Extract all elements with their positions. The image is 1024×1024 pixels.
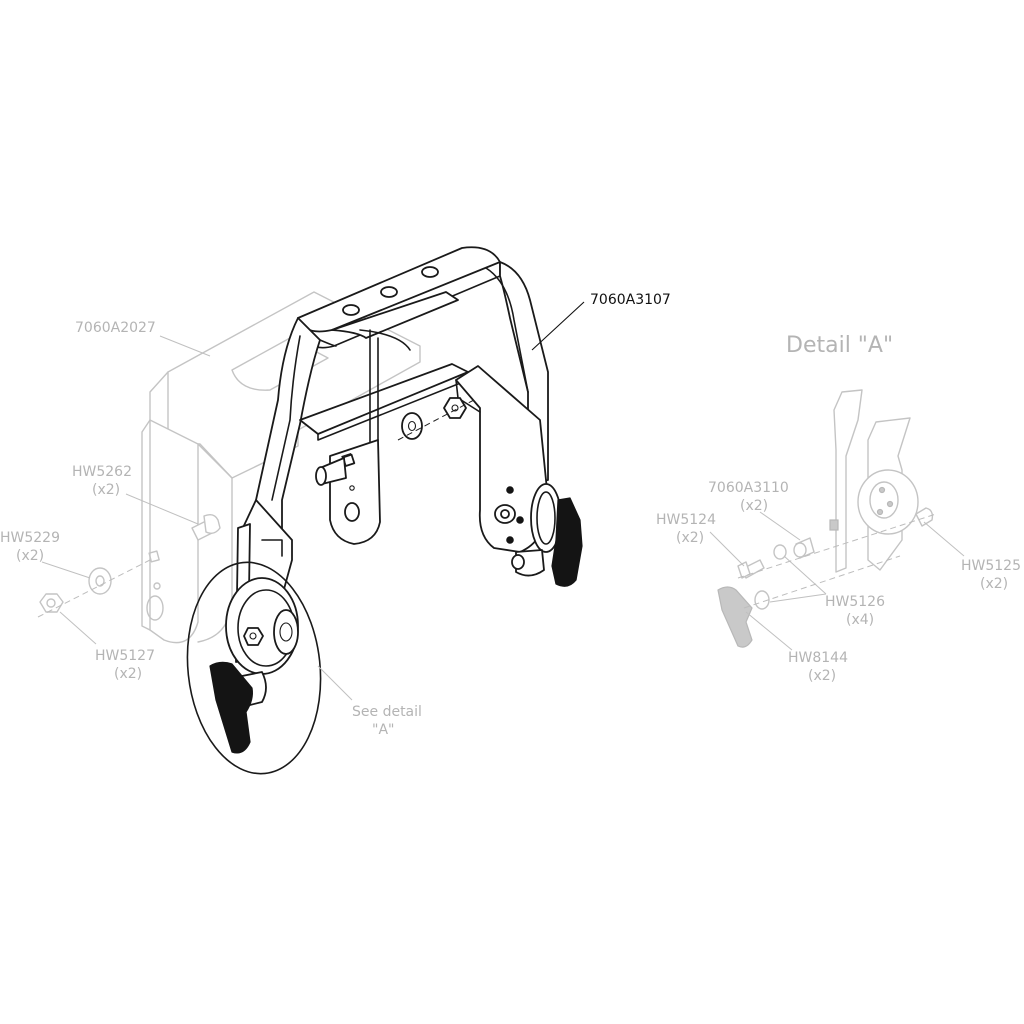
label-hw5126: HW5126 [825,594,885,610]
label-hw5229-qty: (x2) [16,548,44,564]
leader-hw8144 [745,611,793,651]
label-hw5124: HW5124 [656,512,716,528]
detail-a-view [717,389,937,648]
hw5262-bolt [191,513,221,541]
label-see-detail-a: "A" [372,722,394,738]
leader-7060a3107 [531,301,585,351]
leader-hw5262 [125,493,199,525]
leader-7060a3110 [759,511,801,541]
label-7060a3110: 7060A3110 [708,480,789,496]
label-hw5262-qty: (x2) [92,482,120,498]
label-hw5127: HW5127 [95,648,155,664]
label-hw5125-qty: (x2) [980,576,1008,592]
hw5127-nut [39,593,64,613]
leader-hw5126 [769,555,827,603]
label-hw5229: HW5229 [0,530,60,546]
label-7060a3110-qty: (x2) [740,498,768,514]
label-7060a2027: 7060A2027 [75,320,156,336]
label-hw8144: HW8144 [788,650,848,666]
label-hw5124-qty: (x2) [676,530,704,546]
label-7060a3107: 7060A3107 [590,292,671,308]
main-bolt-axis [397,399,475,441]
detail-a-callout-circle [186,561,322,775]
leader-hw5127 [59,611,97,645]
ghost-bolt-axis [37,559,151,618]
label-hw8144-qty: (x2) [808,668,836,684]
hw5229-washer [88,567,112,595]
label-hw5262: HW5262 [72,464,132,480]
label-hw5126-qty: (x4) [846,612,874,628]
leader-see-detail [317,665,353,701]
frame-7060a3107 [209,246,583,754]
leader-7060a2027 [159,335,211,357]
label-hw5127-qty: (x2) [114,666,142,682]
leader-hw5229 [41,561,91,579]
leader-hw5124 [709,531,745,567]
label-see-detail: See detail [352,704,422,720]
label-detail-a-title: Detail "A" [786,333,893,358]
leader-hw5125 [923,521,965,557]
label-hw5125: HW5125 [961,558,1021,574]
